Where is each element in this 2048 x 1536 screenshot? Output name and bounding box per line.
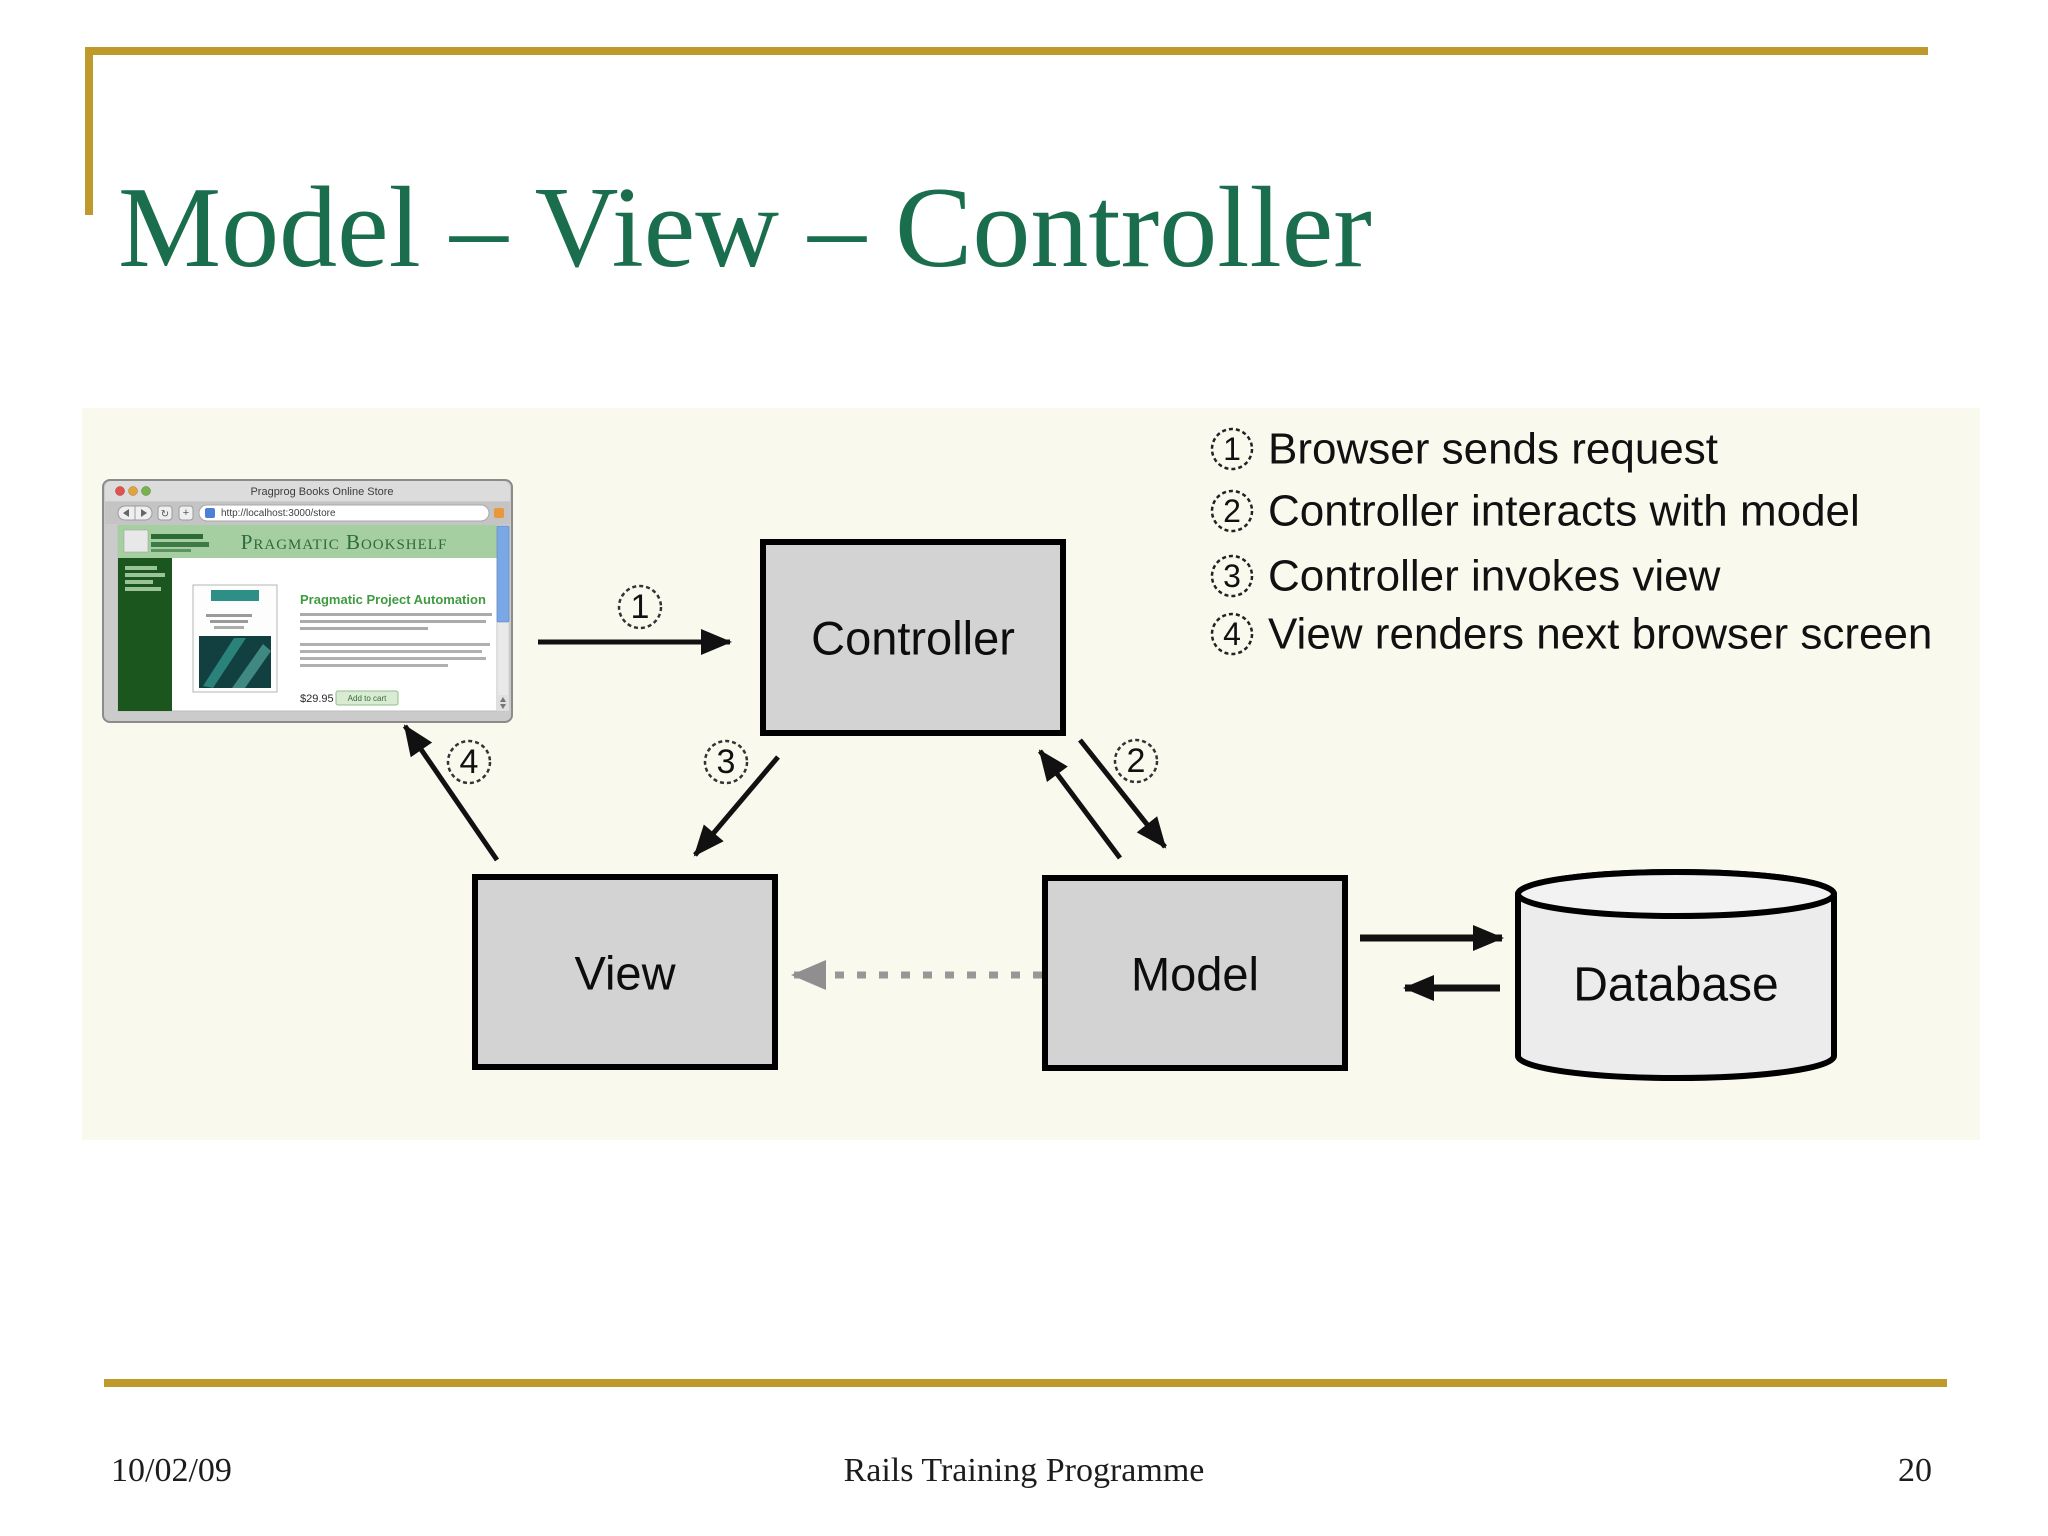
legend-step4-circle-icon: [1210, 612, 1254, 656]
database-top: [1515, 869, 1837, 919]
legend-step2-circle-icon: [1210, 489, 1254, 533]
plus-icon: +: [183, 507, 189, 519]
controller-label: Controller: [811, 612, 1015, 665]
paragraph-line: [300, 613, 492, 616]
paragraph-line: [300, 643, 490, 646]
legend-step1-circle-icon: [1210, 427, 1254, 471]
article-paragraphs: [300, 613, 492, 667]
scroll-up-icon: [500, 697, 506, 702]
footer-page-number: 20: [1898, 1452, 1932, 1489]
arrow-model-to-controller: [1037, 749, 1123, 860]
view-label: View: [574, 947, 676, 1000]
footer-program-name: Rails Training Programme: [843, 1452, 1205, 1489]
forward-arrow-icon: [141, 509, 147, 517]
database-arrows: [1360, 925, 1504, 1001]
add-to-cart-label: Add to cart: [348, 694, 387, 703]
logo-text-bar: [151, 549, 191, 552]
database-label: Database: [1573, 959, 1778, 1012]
step3-number: 3: [717, 743, 736, 781]
book-cover-banner: [211, 590, 259, 601]
legend-step1-number: 1: [1223, 431, 1241, 467]
step2-number: 2: [1127, 742, 1146, 780]
view-box: [472, 874, 778, 1070]
address-url: http://localhost:3000/store: [221, 508, 336, 519]
legend-step4-label: View renders next browser screen: [1268, 610, 1932, 659]
book-title-bar: [214, 626, 244, 629]
legend-step2-number: 2: [1223, 493, 1241, 529]
legend-step2-label: Controller interacts with model: [1268, 487, 1860, 536]
legend: 1 Browser sends request 2 Controller int…: [1210, 425, 1932, 659]
site-logo: [123, 529, 149, 553]
arrow-controller-to-view: [693, 755, 780, 857]
arrow-controller-to-model: [1078, 738, 1167, 849]
model-label: Model: [1131, 948, 1259, 1001]
mvc-diagram: Pragprog Books Online Store ↻ + http://l…: [82, 408, 1980, 1140]
site-banner-title: Pragmatic Bookshelf: [241, 530, 448, 554]
book-cover: [192, 584, 278, 693]
back-arrow-icon: [123, 509, 129, 517]
step4-number: 4: [460, 743, 479, 781]
paragraph-line: [300, 620, 486, 623]
book-cover-art: [203, 638, 246, 688]
add-to-cart-button: [335, 690, 399, 706]
model-box: [1042, 875, 1348, 1071]
book-title-bar: [206, 614, 252, 617]
top-accent-line: [85, 47, 1928, 55]
left-accent-line: [85, 47, 93, 215]
sidebar-link-bar: [125, 580, 153, 584]
controller-box: [760, 539, 1066, 736]
step-markers: 1 2 3 4: [446, 584, 1159, 785]
scrollbar-buttons: [497, 695, 509, 711]
arrow-view-to-browser: [402, 724, 500, 862]
browser-screenshot: Pragprog Books Online Store ↻ + http://l…: [102, 479, 513, 723]
book-cover-art: [232, 644, 271, 688]
sidebar-link-bar: [125, 566, 157, 570]
legend-step1-label: Browser sends request: [1268, 425, 1718, 474]
browser-window-title: Pragprog Books Online Store: [250, 486, 393, 498]
reload-icon: ↻: [161, 509, 169, 520]
legend-step3-circle-icon: [1210, 554, 1254, 598]
paragraph-line: [300, 664, 448, 667]
add-bookmark-button: [178, 505, 194, 521]
close-traffic-light-icon: [115, 486, 125, 496]
sidebar-link-bar: [125, 587, 161, 591]
book-title-bar: [210, 620, 248, 623]
browser-titlebar-bottom: [105, 493, 510, 501]
logo-text-bar: [151, 534, 203, 539]
zoom-traffic-light-icon: [141, 486, 151, 496]
step1-number: 1: [631, 588, 650, 626]
rss-icon: [494, 508, 504, 518]
scrollbar-thumb: [496, 525, 510, 623]
footer-date: 10/02/09: [111, 1452, 232, 1489]
mvc-diagram-canvas: Pragprog Books Online Store ↻ + http://l…: [82, 408, 1980, 1140]
paragraph-line: [300, 627, 428, 630]
step3-circle-icon: [703, 739, 749, 785]
favicon-icon: [205, 508, 215, 518]
paragraph-line: [300, 657, 486, 660]
logo-text-bar: [151, 542, 209, 547]
scroll-down-icon: [500, 704, 506, 709]
step1-circle-icon: [617, 584, 663, 630]
step4-circle-icon: [446, 739, 492, 785]
component-boxes: Controller View Model Database: [472, 539, 1837, 1081]
sidebar-link-bar: [125, 573, 165, 577]
site-banner: [118, 525, 497, 558]
price-label: $29.95: [300, 693, 334, 705]
address-bar: [198, 504, 490, 522]
paragraph-line: [300, 650, 482, 653]
article-heading: Pragmatic Project Automation: [300, 592, 486, 607]
legend-step4-number: 4: [1223, 616, 1241, 652]
reload-button: [157, 505, 173, 521]
flow-arrows: [402, 629, 1167, 862]
legend-step3-label: Controller invokes view: [1268, 552, 1721, 601]
step2-circle-icon: [1113, 738, 1159, 784]
slide-title: Model – View – Controller: [118, 163, 1372, 292]
minimize-traffic-light-icon: [128, 486, 138, 496]
legend-step3-number: 3: [1223, 558, 1241, 594]
bottom-accent-line: [104, 1379, 1947, 1387]
database-cylinder: Database: [1515, 869, 1837, 1081]
